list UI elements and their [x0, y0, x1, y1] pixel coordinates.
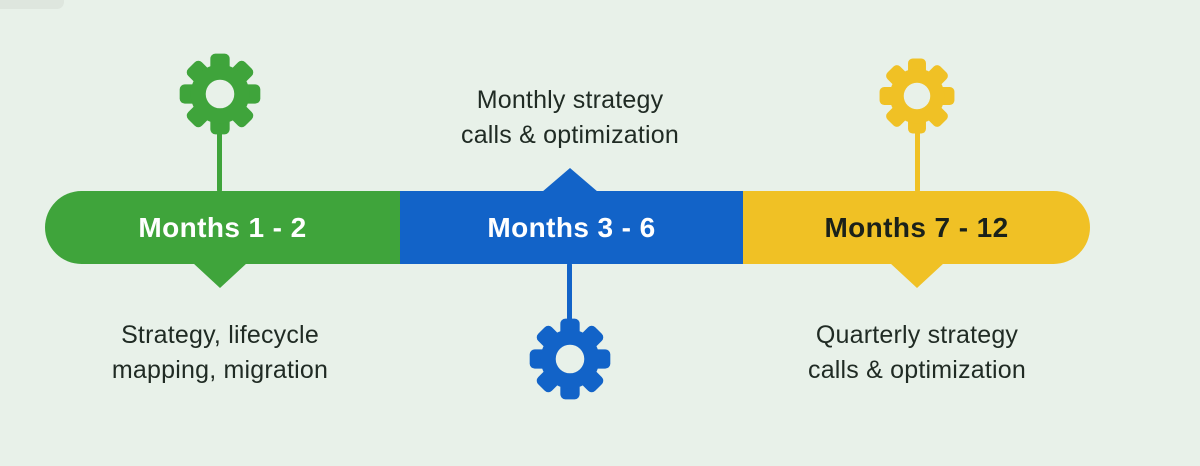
annotation-line: calls & optimization [461, 121, 679, 149]
timeline-segment-months-1-2: Months 1 - 2 [45, 191, 400, 264]
down-pointer [890, 263, 944, 288]
annotation-line: Monthly strategy [476, 86, 664, 114]
annotation-quarterly-strategy: Quarterly strategy calls & optimization [742, 318, 1092, 388]
segment-label: Months 7 - 12 [824, 211, 1009, 243]
annotation-line: calls & optimization [808, 356, 1026, 384]
annotation-line: Quarterly strategy [815, 321, 1019, 349]
corner-artifact [0, 0, 64, 9]
annotation-monthly-strategy: Monthly strategy calls & optimization [395, 83, 745, 153]
annotation-strategy-lifecycle: Strategy, lifecycle mapping, migration [45, 318, 395, 388]
segment-label: Months 3 - 6 [487, 211, 656, 243]
segment-label: Months 1 - 2 [138, 211, 307, 243]
down-pointer [193, 263, 247, 288]
gear-icon [178, 52, 262, 136]
connector-line [217, 130, 222, 192]
annotation-line: mapping, migration [111, 356, 329, 384]
annotation-line: Strategy, lifecycle [121, 321, 319, 349]
timeline-segment-months-7-12: Months 7 - 12 [743, 191, 1090, 264]
gear-icon [878, 57, 956, 135]
up-pointer [542, 168, 598, 192]
timeline-segment-months-3-6: Months 3 - 6 [400, 191, 743, 264]
timeline-bar: Months 1 - 2 Months 3 - 6 Months 7 - 12 [45, 191, 1090, 264]
connector-line [567, 263, 572, 321]
gear-icon [528, 317, 612, 401]
connector-line [915, 130, 920, 192]
